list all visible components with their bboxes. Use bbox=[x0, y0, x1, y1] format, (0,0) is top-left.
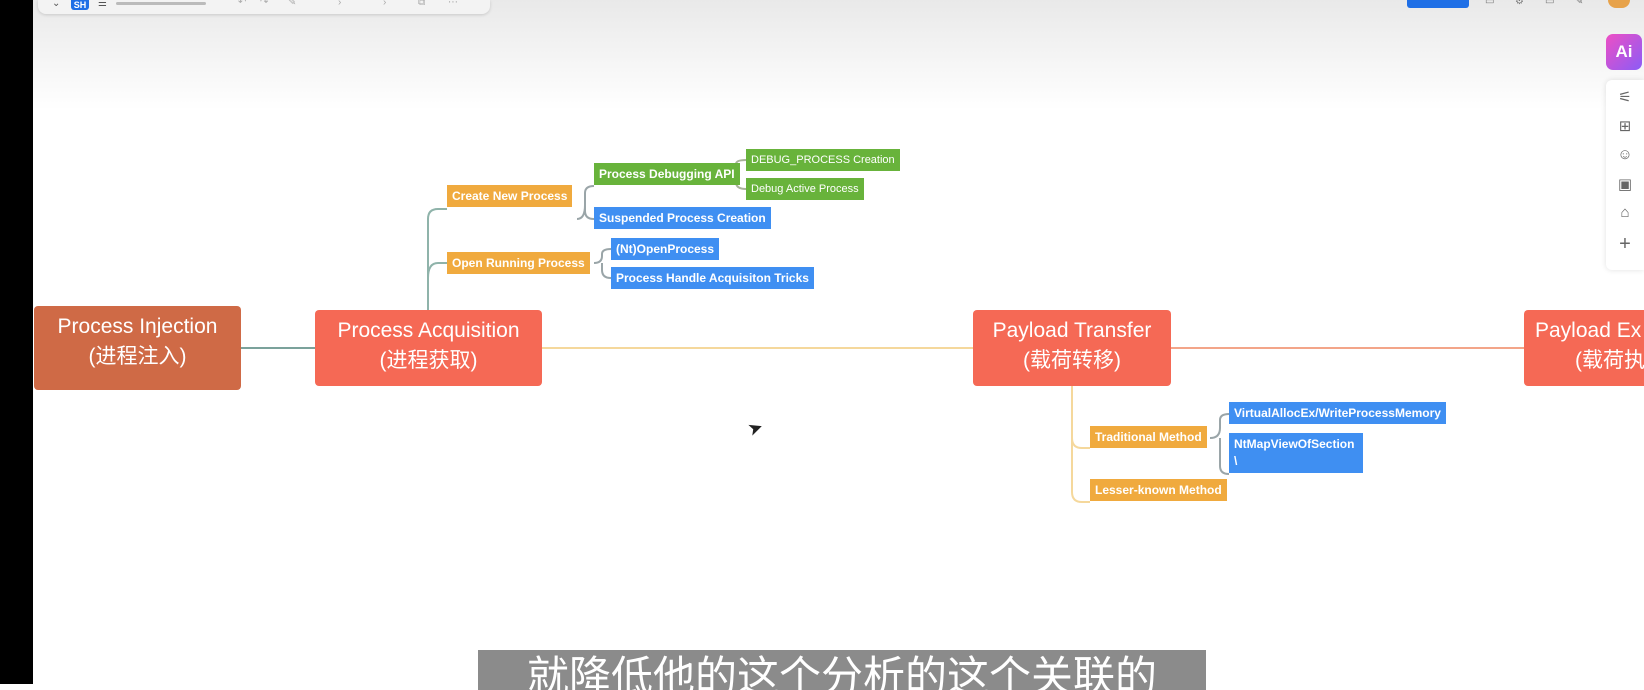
side-tool-panel: ⚟ ⊞ ☺ ▣ ⌂ + bbox=[1606, 80, 1644, 270]
node-line: \ bbox=[1234, 454, 1238, 468]
node-payload-transfer[interactable]: Payload Transfer (载荷转移) bbox=[973, 310, 1171, 386]
share-button[interactable] bbox=[1407, 0, 1469, 8]
plus-icon[interactable]: + bbox=[1619, 233, 1631, 255]
top-toolbar: ⌄ SH ☰ ↶ ↷ ✎ › › ⧉ ⋯ bbox=[38, 0, 490, 14]
video-subtitle: 就降低他的这个分析的这个关联的 bbox=[478, 650, 1206, 690]
pin-icon[interactable]: ✎ bbox=[1575, 0, 1584, 7]
link-trad-ntmap bbox=[1219, 438, 1230, 475]
node-process-injection[interactable]: Process Injection (进程注入) bbox=[34, 306, 241, 390]
node-traditional-method[interactable]: Traditional Method bbox=[1090, 426, 1207, 448]
link-transfer-traditional bbox=[1071, 437, 1090, 449]
node-line: (载荷执 bbox=[1575, 349, 1644, 372]
top-shade bbox=[33, 0, 1644, 110]
document-title-bar[interactable] bbox=[116, 2, 206, 5]
node-line: Payload Ex bbox=[1535, 319, 1642, 342]
copy-icon[interactable]: ⧉ bbox=[418, 0, 426, 8]
node-line: Process Injection bbox=[57, 315, 218, 338]
redo-icon[interactable]: ↷ bbox=[260, 0, 269, 8]
link-trad-virtual bbox=[1209, 413, 1230, 439]
link-create-suspended bbox=[584, 205, 595, 220]
menu-icon[interactable]: ☰ bbox=[98, 0, 107, 9]
link-open-handle bbox=[601, 263, 612, 279]
brush-icon[interactable]: ✎ bbox=[288, 0, 297, 8]
node-line: NtMapViewOfSection bbox=[1234, 437, 1355, 451]
link-open-nt bbox=[593, 248, 612, 264]
link-transfer-lesser bbox=[1071, 386, 1090, 503]
node-payload-execution[interactable]: Payload Ex (载荷执 bbox=[1524, 310, 1644, 386]
more-icon[interactable]: ⋯ bbox=[448, 0, 458, 8]
avatar[interactable] bbox=[1608, 0, 1630, 8]
hierarchy-icon[interactable]: ⊞ bbox=[1618, 118, 1632, 135]
node-lesser-known-method[interactable]: Lesser-known Method bbox=[1090, 479, 1227, 501]
node-open-running-process[interactable]: Open Running Process bbox=[447, 252, 590, 274]
link-create-debug bbox=[576, 185, 595, 220]
node-suspended-process-creation[interactable]: Suspended Process Creation bbox=[594, 207, 771, 229]
node-line: (进程获取) bbox=[379, 349, 478, 372]
image-icon[interactable]: ▣ bbox=[1617, 176, 1633, 193]
arrow-icon[interactable]: › bbox=[383, 0, 387, 8]
chevron-down-icon[interactable]: ⌄ bbox=[52, 0, 61, 9]
node-line: (进程注入) bbox=[88, 345, 187, 368]
node-line: (载荷转移) bbox=[1023, 349, 1121, 372]
window-icon[interactable]: ▭ bbox=[1545, 0, 1555, 7]
emoji-icon[interactable]: ☺ bbox=[1617, 146, 1633, 163]
undo-icon[interactable]: ↶ bbox=[238, 0, 247, 8]
node-line: Process Acquisition bbox=[337, 319, 520, 342]
node-process-debugging-api[interactable]: Process Debugging API bbox=[594, 163, 740, 185]
arrow-icon[interactable]: › bbox=[338, 0, 342, 8]
node-virtualallocex[interactable]: VirtualAllocEx/WriteProcessMemory bbox=[1229, 402, 1446, 424]
tag-icon[interactable]: ⌂ bbox=[1620, 204, 1630, 221]
node-process-handle-tricks[interactable]: Process Handle Acquisiton Tricks bbox=[611, 267, 814, 289]
link-acq-open bbox=[427, 262, 447, 279]
app-logo[interactable]: SH bbox=[71, 0, 89, 10]
left-black-bar bbox=[0, 0, 33, 684]
node-create-new-process[interactable]: Create New Process bbox=[447, 185, 573, 207]
ai-assistant-button[interactable]: Ai bbox=[1606, 34, 1642, 70]
settings-icon[interactable]: ⚙ bbox=[1515, 0, 1524, 7]
bookmark-icon[interactable]: ▭ bbox=[1485, 0, 1495, 7]
node-debug-active-process[interactable]: Debug Active Process bbox=[746, 178, 864, 200]
node-process-acquisition[interactable]: Process Acquisition (进程获取) bbox=[315, 310, 542, 386]
node-nt-open-process[interactable]: (Nt)OpenProcess bbox=[611, 238, 720, 260]
sliders-icon[interactable]: ⚟ bbox=[1618, 89, 1632, 106]
link-acq-create bbox=[427, 208, 447, 310]
node-ntmapviewofsection[interactable]: NtMapViewOfSection \ bbox=[1229, 433, 1363, 473]
node-line: Payload Transfer bbox=[992, 319, 1152, 342]
node-debug-process-creation[interactable]: DEBUG_PROCESS Creation bbox=[746, 149, 900, 171]
